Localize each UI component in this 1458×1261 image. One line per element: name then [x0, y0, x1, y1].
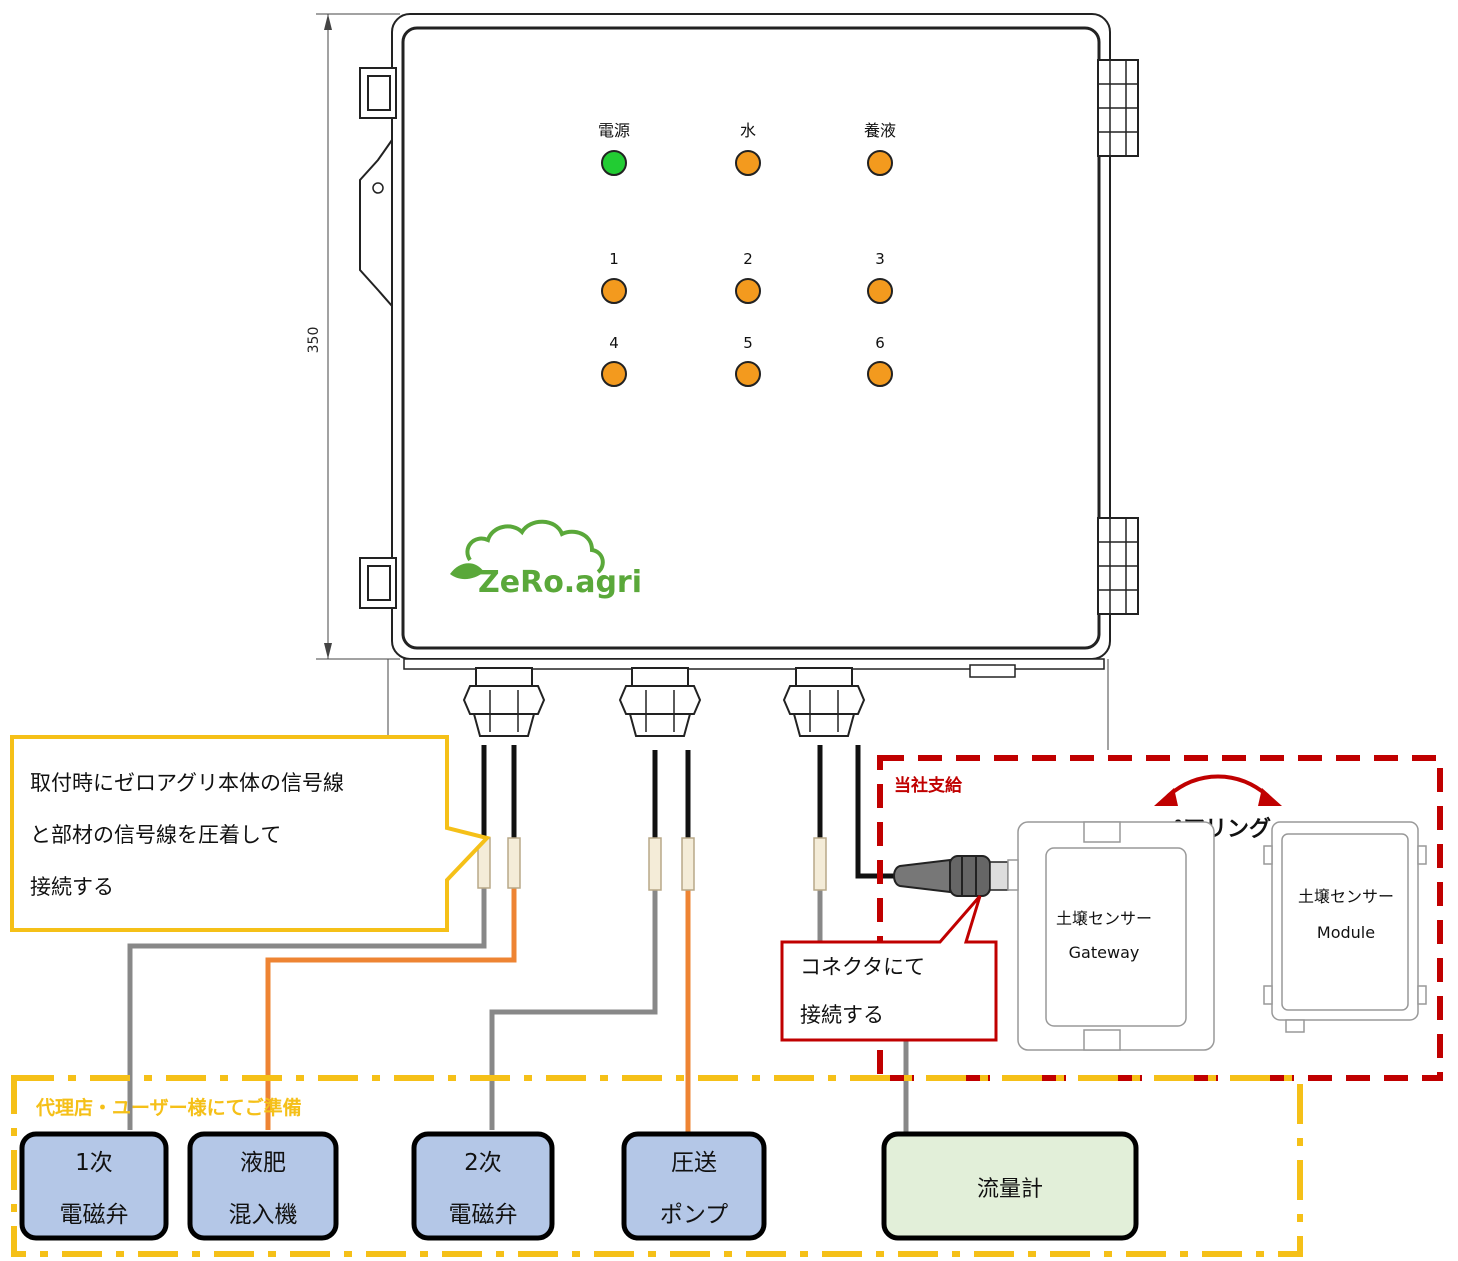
callout-crimp-line1: 取付時にゼロアグリ本体の信号線	[30, 771, 344, 795]
wire-gray-2	[489, 890, 658, 1130]
led-2	[735, 278, 761, 304]
leaf-icon	[450, 563, 484, 580]
supplied-label: 当社支給	[894, 775, 963, 796]
led-label-5: 5	[743, 334, 753, 352]
device-secondary-valve-line2: 電磁弁	[449, 1202, 518, 1228]
device-primary-valve-line2: 電磁弁	[60, 1202, 129, 1228]
led-nutrient	[867, 150, 893, 176]
gateway-label-line1: 土壌センサー	[1056, 909, 1152, 928]
wires	[127, 745, 909, 1132]
led-label-3: 3	[875, 250, 885, 268]
connector-plug	[893, 855, 1009, 897]
latch-top-right	[1097, 59, 1139, 157]
led-label-water: 水	[740, 121, 756, 140]
device-primary-valve-line1: 1次	[75, 1150, 113, 1176]
hinge-top-left	[359, 67, 397, 119]
callout-crimp-line3: 接続する	[30, 875, 114, 899]
led-1	[601, 278, 627, 304]
crimp-sleeve	[507, 837, 521, 889]
device-fertilizer-mixer-line2: 混入機	[229, 1202, 298, 1228]
device-pressure-pump-line2: ポンプ	[660, 1202, 728, 1228]
led-label-power: 電源	[598, 121, 630, 140]
pairing-arrow	[1154, 774, 1282, 806]
user-prepared-region	[11, 1075, 1303, 1257]
device-flowmeter: 流量計	[881, 1131, 1139, 1241]
side-latch	[359, 139, 393, 307]
user-prepared-label: 代理店・ユーザー様にてご準備	[35, 1096, 302, 1119]
callout-connector-line1: コネクタにて	[800, 955, 925, 979]
device-flowmeter-label: 流量計	[977, 1177, 1043, 1202]
led-3	[867, 278, 893, 304]
wire-black-6	[855, 745, 900, 879]
module-label-line2: Module	[1317, 923, 1375, 942]
device-fertilizer-mixer: 液肥 混入機	[187, 1131, 339, 1241]
cable-gland-left	[462, 667, 546, 737]
crimp-sleeves	[477, 837, 827, 891]
callout-crimp: 取付時にゼロアグリ本体の信号線 と部材の信号線を圧着して 接続する	[10, 735, 491, 932]
crimp-sleeve	[813, 837, 827, 891]
led-water	[735, 150, 761, 176]
led-label-2: 2	[743, 250, 753, 268]
led-4	[601, 361, 627, 387]
dimension-label: 350	[306, 327, 322, 354]
wire-gray-1	[127, 888, 487, 1130]
led-label-1: 1	[609, 250, 619, 268]
callout-connector-line2: 接続する	[800, 1003, 884, 1027]
led-5	[735, 361, 761, 387]
dimension-marker: 350	[306, 13, 1109, 750]
zero-agri-logo: ZeRo.agri	[450, 519, 642, 600]
device-primary-valve: 1次 電磁弁	[19, 1131, 169, 1241]
crimp-sleeve	[681, 837, 695, 891]
callout-crimp-line2: と部材の信号線を圧着して	[30, 823, 281, 847]
callout-connector: コネクタにて 接続する	[780, 895, 998, 1042]
device-pressure-pump-line1: 圧送	[671, 1150, 717, 1176]
logo-text: ZeRo.agri	[478, 565, 642, 600]
led-power	[601, 150, 627, 176]
crimp-sleeve	[648, 837, 662, 891]
led-label-nutrient: 養液	[864, 121, 896, 140]
gateway-label-line2: Gateway	[1069, 943, 1140, 962]
led-label-6: 6	[875, 334, 885, 352]
cloud-icon	[465, 519, 605, 574]
device-fertilizer-mixer-line1: 液肥	[240, 1150, 286, 1176]
indicator-panel: 電源 水 養液 1 2 3 4 5 6	[598, 121, 896, 387]
led-label-4: 4	[609, 334, 619, 352]
cable-gland-middle	[618, 667, 702, 737]
led-6	[867, 361, 893, 387]
module-device: 土壌センサー Module	[1263, 821, 1427, 1033]
module-label-line1: 土壌センサー	[1298, 887, 1394, 906]
cable-gland-right	[782, 667, 866, 737]
hinge-bottom-left	[359, 557, 397, 609]
latch-bottom-right	[1097, 517, 1139, 615]
device-secondary-valve-line1: 2次	[464, 1150, 502, 1176]
device-secondary-valve: 2次 電磁弁	[411, 1131, 555, 1241]
device-pressure-pump: 圧送 ポンプ	[621, 1131, 767, 1241]
wire-orange-1	[265, 888, 517, 1130]
control-enclosure: 電源 水 養液 1 2 3 4 5 6 ZeRo.agri	[359, 13, 1139, 678]
gateway-device: 土壌センサー Gateway	[1007, 821, 1215, 1051]
